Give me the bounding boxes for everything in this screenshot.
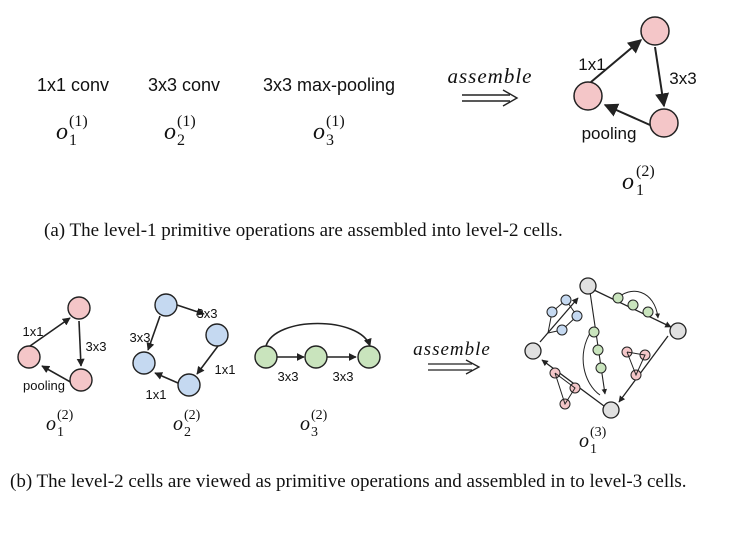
edge-label: 3x3 <box>333 369 354 384</box>
svg-text:1: 1 <box>57 425 64 440</box>
edge-label: 1x1 <box>578 55 605 74</box>
math-o2-1-b: o (2) 1 <box>46 408 74 440</box>
svg-text:3: 3 <box>311 425 318 440</box>
node <box>132 351 156 375</box>
math-o2-1-a: o (2) 1 <box>622 163 655 199</box>
math-o1-3: o (1) 3 <box>313 113 345 149</box>
node <box>304 345 328 369</box>
svg-text:2: 2 <box>177 132 185 149</box>
cell-o2-1-large: 1x1 3x3 pooling <box>573 16 697 143</box>
edge-label: 1x1 <box>215 362 236 377</box>
svg-text:(2): (2) <box>636 163 655 180</box>
op-label-1x1-conv: 1x1 conv <box>37 75 109 95</box>
svg-text:(2): (2) <box>57 408 74 423</box>
svg-text:(3): (3) <box>590 425 607 440</box>
svg-text:1: 1 <box>590 442 597 457</box>
math-o2-3: o (2) 3 <box>300 408 328 440</box>
cell-o2-2: 3x3 3x3 1x1 1x1 o (2) 2 <box>130 293 236 440</box>
svg-text:o: o <box>313 119 325 145</box>
cell-o2-3: 3x3 3x3 o (2) 3 <box>254 322 381 440</box>
cell-o2-1: 1x1 3x3 pooling o (2) 1 <box>17 296 107 440</box>
edge-label: 3x3 <box>86 339 107 354</box>
svg-text:(1): (1) <box>69 113 88 130</box>
double-arrow-a <box>462 89 519 107</box>
svg-text:o: o <box>300 413 310 435</box>
node <box>649 108 679 138</box>
panel-a: 1x1 conv 3x3 conv 3x3 max-pooling o (1) … <box>37 16 697 199</box>
edge-label: 3x3 <box>197 306 218 321</box>
edge-label: 1x1 <box>23 324 44 339</box>
svg-text:1: 1 <box>636 182 644 199</box>
edge-label: pooling <box>582 124 637 143</box>
double-arrow-b <box>428 359 481 375</box>
svg-text:3: 3 <box>326 132 334 149</box>
node <box>67 296 91 320</box>
svg-text:o: o <box>622 169 634 195</box>
svg-text:o: o <box>164 119 176 145</box>
math-o1-2: o (1) 2 <box>164 113 196 149</box>
svg-text:(1): (1) <box>177 113 196 130</box>
assemble-label-a: assemble <box>448 64 533 88</box>
caption-a: (a) The level-1 primitive operations are… <box>44 220 563 241</box>
svg-text:(2): (2) <box>311 408 328 423</box>
svg-text:2: 2 <box>184 425 191 440</box>
svg-text:o: o <box>46 413 56 435</box>
svg-text:(1): (1) <box>326 113 345 130</box>
edge-label: 3x3 <box>130 330 151 345</box>
panel-b: 1x1 3x3 pooling o (2) 1 3x3 3x3 1x1 1x1 <box>17 277 687 457</box>
math-o1-1: o (1) 1 <box>56 113 88 149</box>
math-o3-1: o (3) 1 <box>579 425 607 457</box>
edge-label: pooling <box>23 378 65 393</box>
svg-text:(2): (2) <box>184 408 201 423</box>
math-o2-2: o (2) 2 <box>173 408 201 440</box>
node <box>640 16 670 46</box>
node <box>17 345 41 369</box>
cell-o3-1 <box>524 277 687 419</box>
node <box>177 373 201 397</box>
node <box>573 81 603 111</box>
svg-text:o: o <box>579 430 589 452</box>
svg-text:1: 1 <box>69 132 77 149</box>
svg-text:o: o <box>56 119 68 145</box>
node <box>254 345 278 369</box>
svg-text:o: o <box>173 413 183 435</box>
edge-label: 3x3 <box>669 69 696 88</box>
edge-label: 1x1 <box>146 387 167 402</box>
node <box>154 293 178 317</box>
node <box>205 323 229 347</box>
node <box>69 368 93 392</box>
op-label-3x3-conv: 3x3 conv <box>148 75 220 95</box>
caption-b: (b) The level-2 cells are viewed as prim… <box>10 471 687 492</box>
op-label-3x3-max-pooling: 3x3 max-pooling <box>263 75 395 95</box>
assemble-label-b: assemble <box>413 339 491 360</box>
edge-label: 3x3 <box>278 369 299 384</box>
node <box>357 345 381 369</box>
